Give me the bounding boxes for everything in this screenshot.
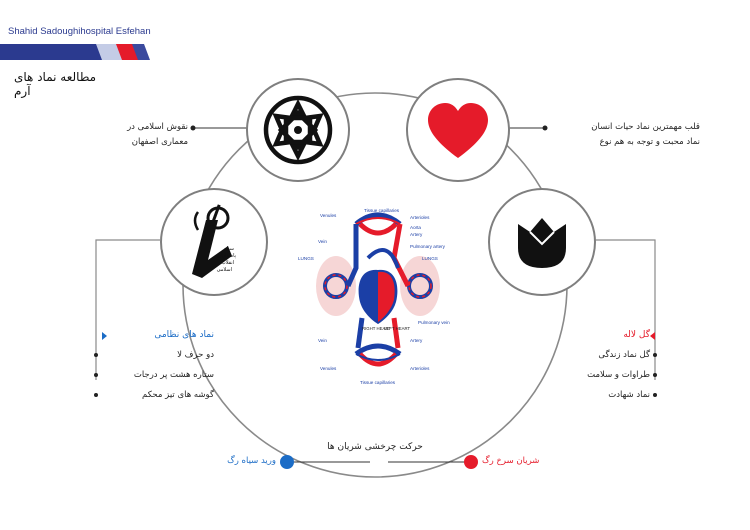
military-heading-marker-icon xyxy=(102,332,107,340)
right-lung xyxy=(400,256,440,316)
military-bullet-1 xyxy=(94,353,98,357)
tulip-bullet-3 xyxy=(653,393,657,397)
label-artery-bottom: Artery xyxy=(410,338,423,343)
circulation-caption: حرکت چرخشی شریان ها xyxy=(327,442,423,452)
military-symbols-list: نماد های نظامی دو حرف لا ستاره هشت پر در… xyxy=(104,325,214,405)
label-pulmonary-vein: Pulmonary vein xyxy=(418,320,450,325)
pulmonary-artery-vessel xyxy=(366,248,400,269)
tulip-item-3: نماد شهادت xyxy=(608,390,650,400)
label-lungs-left: LUNGS xyxy=(298,256,314,261)
circulation-diagram: Venules Tissue capillaries Arterioles Ao… xyxy=(298,208,450,385)
irgc-emblem-icon: سپاه پاسداران انقلاب اسلامی xyxy=(192,204,237,278)
artery-dot xyxy=(464,455,478,469)
label-left-heart: LEFT HEART xyxy=(384,326,410,331)
tulip-bullet-2 xyxy=(653,373,657,377)
military-bullet-3 xyxy=(94,393,98,397)
label-vein-bottom: Vein xyxy=(318,338,327,343)
heart-caption-line2: نماد محبت و توجه به هم نوع xyxy=(599,137,700,147)
tulip-symbols-list: گل لاله گل نماد زندگی طراوات و سلامت نما… xyxy=(540,325,650,405)
label-tissue-top: Tissue capillaries xyxy=(364,208,400,213)
pattern-circle xyxy=(246,78,350,182)
left-lung xyxy=(316,256,356,316)
inferior-vein-vessel xyxy=(355,317,365,349)
top-capillary-bed xyxy=(354,212,402,236)
heart-circle xyxy=(406,78,510,182)
tulip-item-2: طراوات و سلامت xyxy=(587,370,650,380)
label-artery-top: Artery xyxy=(410,232,423,237)
military-item-1: دو حرف لا xyxy=(177,350,214,360)
label-pulmonary-artery: Pulmonary artery xyxy=(410,244,446,249)
military-item-2: ستاره هشت پر درجات xyxy=(133,370,214,380)
label-right-heart: RIGHT HEART xyxy=(362,326,391,331)
islamic-star-pattern-icon xyxy=(263,95,333,165)
pattern-caption-line1: نقوش اسلامی در xyxy=(127,122,188,132)
descending-artery-vessel xyxy=(391,317,401,349)
header-color-band xyxy=(0,44,150,60)
emblem-text-4: اسلامی xyxy=(217,267,232,273)
emblem-text-3: انقلاب xyxy=(221,260,234,266)
tulip-heading: گل لاله xyxy=(623,330,650,340)
label-arterioles-top: Arterioles xyxy=(410,215,430,220)
label-aorta: Aorta xyxy=(410,225,421,230)
heart-caption: قلب مهمترین نماد حیات انسان نماد محبت و … xyxy=(550,120,700,150)
aorta-vessel xyxy=(391,223,411,288)
label-lungs-right: LUNGS xyxy=(422,256,438,261)
tulip-bullet-1 xyxy=(653,353,657,357)
label-tissue-bottom: Tissue capillaries xyxy=(360,380,396,385)
label-arterioles-bottom: Arterioles xyxy=(410,366,430,371)
label-venules-bottom: Venules xyxy=(320,366,337,371)
heart-icon xyxy=(428,103,488,158)
military-heading: نماد های نظامی xyxy=(154,330,214,340)
artery-label: شریان سرخ رگ xyxy=(482,456,540,466)
page-title: مطالعه نماد های آرم xyxy=(14,70,97,98)
label-venules-top: Venules xyxy=(320,213,337,218)
bottom-capillary-bed xyxy=(354,343,402,367)
pattern-caption-line2: معماری اصفهان xyxy=(131,137,188,147)
label-vein-top: Vein xyxy=(318,239,327,244)
tulip-item-1: گل نماد زندگی xyxy=(598,350,650,360)
pattern-caption: نقوش اسلامی در معماری اصفهان xyxy=(100,120,188,150)
hospital-name: Shahid Sadoughihospital Esfehan xyxy=(8,26,151,37)
tulip-icon xyxy=(518,218,566,268)
tulip-heading-marker-icon xyxy=(650,332,655,340)
military-bullet-2 xyxy=(94,373,98,377)
vein-dot xyxy=(280,455,294,469)
superior-vein-vessel xyxy=(345,224,359,288)
vein-label: ورید سیاه رگ xyxy=(227,456,276,466)
emblem-circle: سپاه پاسداران انقلاب اسلامی xyxy=(160,188,268,296)
tulip-circle xyxy=(488,188,596,296)
military-item-3: گوشه های تیز محکم xyxy=(142,390,214,400)
emblem-text-2: پاسداران xyxy=(217,253,236,259)
emblem-text-1: سپاه xyxy=(224,246,234,252)
heart-caption-line1: قلب مهمترین نماد حیات انسان xyxy=(591,122,700,132)
